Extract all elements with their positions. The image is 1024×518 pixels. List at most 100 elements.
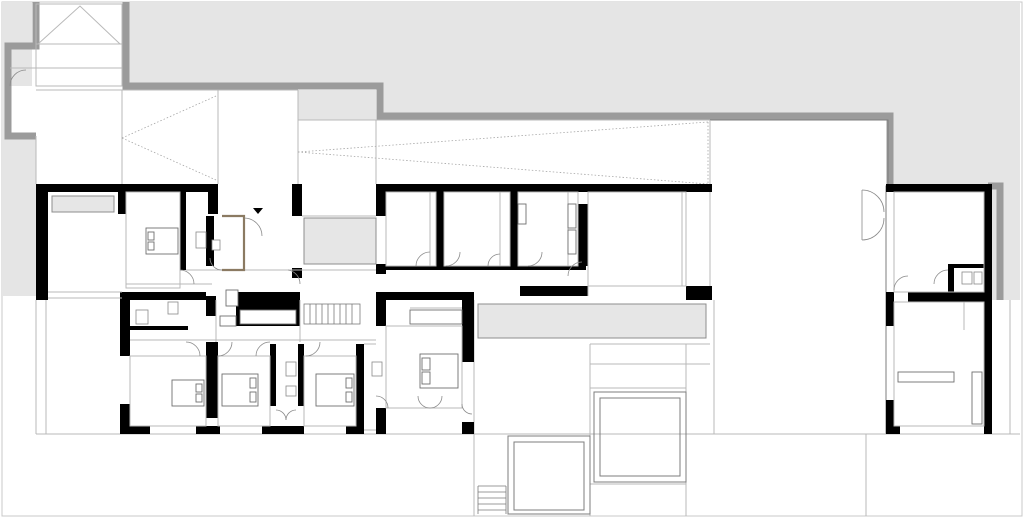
entry-canopy: [35, 3, 123, 87]
wardrobe: [239, 309, 297, 325]
wall: [436, 192, 444, 268]
lower-terrace: [35, 300, 1020, 516]
bed: [315, 373, 355, 407]
sink: [135, 309, 149, 325]
toilet: [285, 385, 297, 397]
grey-block-top: [298, 90, 376, 120]
wardrobe: [517, 203, 527, 225]
internal-stairs: [303, 303, 361, 325]
counter: [219, 315, 237, 327]
wall: [886, 400, 894, 434]
wall: [948, 264, 984, 268]
wall: [984, 184, 992, 434]
wall: [462, 422, 474, 434]
sink: [195, 231, 207, 249]
courtyard-door-swing-2: [861, 217, 885, 241]
toilet: [961, 271, 973, 285]
wall: [120, 292, 130, 356]
wardrobe: [409, 309, 463, 325]
sink: [973, 271, 983, 285]
wall: [292, 184, 302, 216]
wall: [462, 292, 474, 362]
north-arrow-marker: [253, 208, 263, 214]
courtyard: [709, 119, 889, 435]
wall: [206, 216, 214, 266]
desk: [897, 371, 955, 383]
toilet: [167, 301, 179, 315]
door-swings: [179, 217, 949, 421]
toilet: [211, 239, 221, 251]
wall: [578, 204, 588, 266]
wall: [886, 292, 894, 326]
pit-outline: [507, 435, 591, 515]
bed: [419, 353, 459, 389]
wall: [36, 184, 218, 192]
wall: [120, 404, 130, 434]
wall: [386, 266, 586, 270]
wall: [376, 292, 386, 326]
wall: [270, 344, 276, 406]
wall: [118, 184, 126, 214]
wardrobe: [567, 229, 577, 255]
wall: [520, 286, 588, 296]
bed: [145, 227, 179, 255]
exterior-grey-zone-left: [2, 2, 32, 136]
walls: [36, 184, 992, 434]
bed: [171, 379, 205, 407]
wall: [180, 192, 186, 270]
spa-basin: [599, 397, 681, 477]
wall: [886, 426, 900, 434]
wardrobe: [971, 371, 983, 425]
wall: [236, 292, 300, 300]
canopy-gable: [37, 5, 121, 45]
courtyard-outline: [710, 119, 889, 435]
counter: [225, 289, 239, 307]
site-wall-upper: [122, 2, 894, 186]
wall: [886, 184, 992, 192]
overhang-dotted-a: [121, 95, 217, 139]
overhang-dotted-d: [297, 151, 709, 185]
wall: [120, 292, 206, 300]
wall: [908, 292, 992, 302]
wall: [120, 426, 150, 434]
wall: [376, 408, 386, 434]
wall: [36, 184, 48, 300]
wall: [292, 268, 302, 278]
wall: [356, 344, 364, 430]
courtyard-light-well: [303, 217, 377, 265]
wall: [510, 192, 518, 268]
canopy-door-swing: [9, 69, 27, 87]
exterior-grey-zone: [2, 2, 1020, 300]
overhang-dotted-b: [121, 137, 217, 181]
wall: [346, 426, 364, 434]
pool-long: [477, 303, 707, 339]
wall: [686, 286, 712, 300]
entry-partition: [222, 214, 246, 272]
wall: [206, 342, 218, 418]
wall: [948, 264, 954, 292]
wall: [376, 264, 386, 274]
wall: [376, 292, 474, 300]
wardrobe: [567, 203, 577, 229]
pit-inner: [513, 441, 585, 511]
wall: [376, 184, 386, 216]
sink: [285, 361, 297, 377]
spa-outline: [593, 391, 687, 483]
terrace-stairs: [477, 485, 507, 514]
exterior-grey-strip-left: [2, 136, 36, 296]
sink: [371, 361, 383, 377]
wall: [130, 326, 188, 330]
wall: [196, 426, 220, 434]
wall: [208, 184, 218, 214]
bed: [221, 373, 259, 407]
courtyard-door-swing: [861, 189, 885, 213]
window-bench: [51, 195, 115, 213]
wall: [262, 426, 304, 434]
overhang-dotted-c: [297, 121, 709, 153]
interior-lines: [48, 191, 985, 431]
furniture: [135, 203, 983, 425]
wall: [298, 344, 304, 406]
wall: [206, 296, 216, 316]
